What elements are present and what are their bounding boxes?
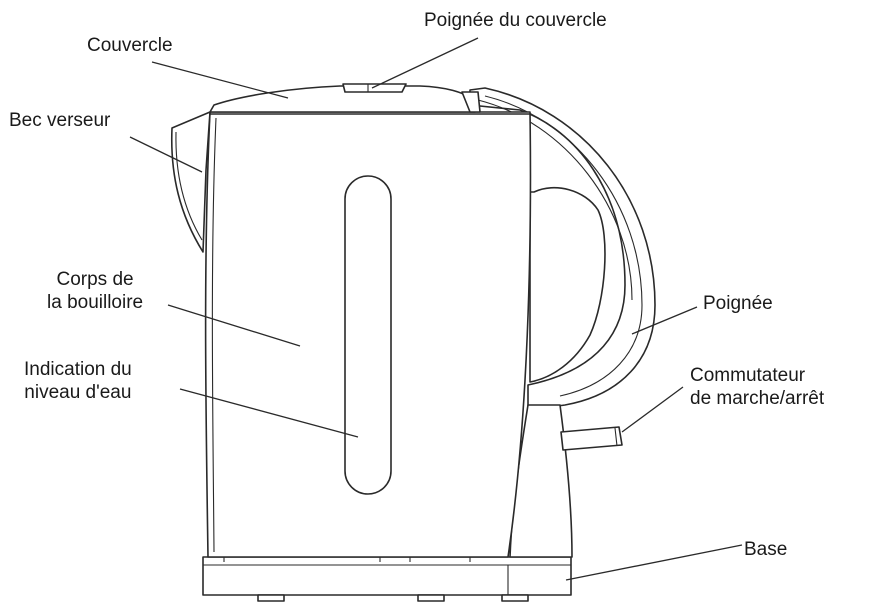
label-lid-handle-text: Poignée du couvercle (424, 10, 607, 31)
label-base-text: Base (744, 539, 788, 560)
label-lid-text: Couvercle (87, 35, 173, 56)
label-handle-text: Poignée (703, 293, 773, 314)
label-lid: Couvercle (87, 34, 173, 57)
leader-spout (129, 136, 203, 173)
label-lid-handle: Poignée du couvercle (424, 9, 607, 32)
label-spout-text: Bec verseur (9, 110, 111, 131)
leader-handle (631, 306, 698, 335)
label-body: Corps de la bouilloire (47, 268, 143, 314)
leader-switch (621, 386, 684, 433)
label-body-line2: la bouilloire (47, 292, 144, 313)
label-spout: Bec verseur (9, 109, 110, 132)
label-base: Base (744, 538, 787, 561)
leader-body (167, 304, 301, 347)
label-body-line1: Corps de (56, 269, 134, 290)
kettle-spout (170, 111, 211, 253)
label-switch: Commutateur de marche/arrêt (690, 364, 824, 410)
leader-lines (129, 37, 743, 581)
leader-lid-handle (371, 37, 479, 89)
label-handle: Poignée (703, 292, 773, 315)
kettle-base (202, 556, 572, 602)
label-water-level-line1: Indication du (24, 359, 132, 380)
label-switch-line2: de marche/arrêt (690, 388, 825, 409)
kettle-lid (209, 85, 531, 115)
kettle-switch (560, 426, 623, 451)
leader-water-level (179, 388, 359, 438)
leader-base (565, 544, 743, 581)
kettle-handle (469, 87, 656, 411)
label-water-level-line2: niveau d'eau (24, 382, 132, 403)
kettle-water-window (344, 175, 392, 495)
label-water-level: Indication du niveau d'eau (24, 358, 132, 404)
kettle-lid-handle (342, 83, 407, 93)
label-switch-line1: Commutateur (690, 365, 806, 386)
leader-lid (151, 61, 289, 99)
